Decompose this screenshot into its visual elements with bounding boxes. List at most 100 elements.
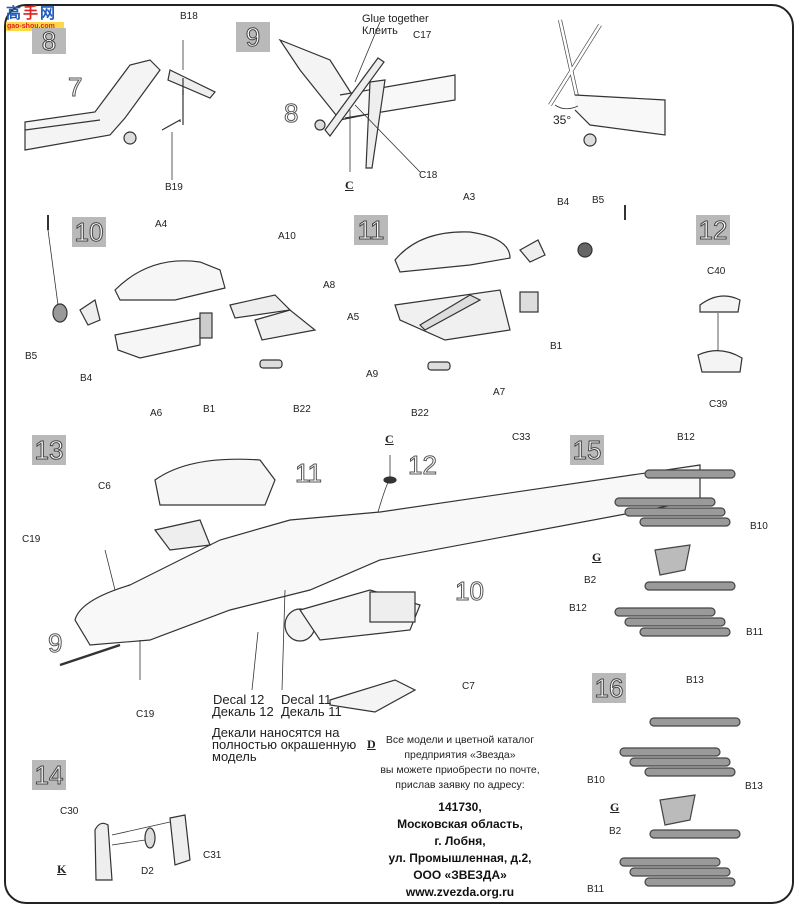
glue-note-en: Glue together bbox=[362, 13, 429, 25]
part-label: C33 bbox=[512, 432, 531, 443]
glue-note-ru: Клеить bbox=[362, 25, 398, 37]
step-14-badge: 14 bbox=[32, 759, 66, 790]
part-label: B5 bbox=[592, 195, 605, 206]
part-label: B10 bbox=[587, 775, 605, 786]
part-label: D2 bbox=[141, 866, 154, 877]
step14-part-illustration bbox=[94, 814, 191, 881]
decal-note-line: модель bbox=[212, 749, 257, 764]
part-label: A4 bbox=[155, 219, 168, 230]
step-13-badge: 13 bbox=[32, 434, 66, 465]
part-label: B2 bbox=[609, 826, 622, 837]
part-label: A9 bbox=[366, 369, 379, 380]
part-label: B2 bbox=[584, 575, 597, 586]
part-label: C6 bbox=[98, 481, 111, 492]
ref-step-10: 10 bbox=[455, 576, 485, 607]
step10-engine-pod-illustration bbox=[47, 215, 317, 369]
part-label: B10 bbox=[750, 521, 768, 532]
ref-step-8: 8 bbox=[283, 98, 299, 129]
part-label: B22 bbox=[411, 408, 429, 419]
address-line: 141730, bbox=[438, 800, 482, 814]
part-label: B5 bbox=[25, 351, 38, 362]
catalog-info-line: предприятия «Звезда» bbox=[404, 749, 516, 761]
step11-engine-pod-illustration bbox=[394, 205, 626, 371]
part-label: B13 bbox=[745, 781, 763, 792]
part-label: B11 bbox=[746, 627, 764, 638]
company-address: 141730, Московская область, г. Лобня, ул… bbox=[360, 799, 560, 901]
sprue-marker: G bbox=[592, 550, 602, 564]
step15-rocket-pods-illustration bbox=[614, 469, 736, 637]
watermark-char: 手 bbox=[23, 5, 39, 22]
step-9-badge: 9 bbox=[236, 21, 270, 52]
sprue-marker: C bbox=[345, 178, 354, 192]
sprue-marker: D bbox=[367, 737, 376, 751]
step-16-badge: 16 bbox=[592, 672, 626, 703]
part-label: A3 bbox=[463, 192, 476, 203]
step16-rocket-pods-illustration bbox=[619, 717, 741, 887]
part-label: B18 bbox=[180, 11, 198, 22]
sprue-marker: K bbox=[57, 862, 67, 876]
part-label: C30 bbox=[60, 806, 79, 817]
part-label: C17 bbox=[413, 30, 432, 41]
decal-note-line: полностью окрашенную bbox=[212, 737, 357, 752]
decal-12-label-ru: Декаль 12 bbox=[212, 704, 274, 719]
part-label: A6 bbox=[150, 408, 163, 419]
catalog-info-line: прислав заявку по адресу: bbox=[395, 779, 525, 791]
ref-step-12: 12 bbox=[408, 450, 438, 481]
address-line: Московская область, bbox=[397, 817, 523, 831]
catalog-info-line: Все модели и цветной каталог bbox=[385, 734, 535, 746]
part-label: C19 bbox=[22, 534, 41, 545]
step-10-badge: 10 bbox=[72, 216, 106, 247]
step-15-badge: 15 bbox=[570, 434, 604, 465]
watermark-char: 网 bbox=[40, 5, 56, 22]
address-line: ООО «ЗВЕЗДА» bbox=[413, 868, 507, 882]
address-line: ул. Промышленная, д.2, bbox=[388, 851, 532, 865]
part-label: C39 bbox=[709, 399, 728, 410]
part-label: B12 bbox=[569, 603, 587, 614]
catalog-info-line: вы можете приобрести по почте, bbox=[380, 764, 540, 776]
angle-label: 35° bbox=[553, 113, 572, 127]
part-label: B12 bbox=[677, 432, 695, 443]
part-label: B4 bbox=[80, 373, 93, 384]
step12-part-illustration bbox=[697, 295, 743, 373]
part-label: B19 bbox=[165, 182, 183, 193]
ref-step-7: 7 bbox=[67, 72, 83, 103]
watermark-domain: gao-shou.com bbox=[6, 22, 64, 31]
part-label: C18 bbox=[419, 170, 438, 181]
step-8-badge: 8 bbox=[32, 25, 66, 56]
address-line: г. Лобня, bbox=[434, 834, 486, 848]
part-label: B11 bbox=[587, 884, 605, 895]
ref-step-11: 11 bbox=[295, 458, 323, 489]
step8-tail-illustration bbox=[24, 40, 216, 180]
part-label: A10 bbox=[278, 231, 296, 242]
step13-fuselage-illustration bbox=[59, 455, 701, 713]
part-label: B22 bbox=[293, 404, 311, 415]
step-11-badge: 11 bbox=[354, 214, 388, 245]
decal-11-label-ru: Декаль 11 bbox=[281, 704, 342, 719]
decal-note-line: Декали наносятся на bbox=[212, 725, 340, 740]
part-label: B4 bbox=[557, 197, 570, 208]
part-label: A7 bbox=[493, 387, 506, 398]
step9-tail-rotor-illustration bbox=[278, 21, 456, 173]
part-label: A8 bbox=[323, 280, 336, 291]
sprue-marker: C bbox=[385, 432, 394, 446]
part-label: B1 bbox=[203, 404, 216, 415]
decal-12-label-en: Decal 12 bbox=[213, 692, 265, 707]
ref-step-9: 9 bbox=[47, 628, 63, 659]
decal-11-label-en: Decal 11 bbox=[281, 692, 332, 707]
step-12-badge: 12 bbox=[696, 214, 730, 245]
part-label: B13 bbox=[686, 675, 704, 686]
watermark-logo: 高 手 网 gao-shou.com bbox=[6, 6, 64, 36]
part-label: B1 bbox=[550, 341, 563, 352]
part-label: C7 bbox=[462, 681, 475, 692]
part-label: C19 bbox=[136, 709, 155, 720]
sprue-marker: G bbox=[610, 800, 620, 814]
website-link[interactable]: www.zvezda.org.ru bbox=[405, 885, 515, 899]
watermark-char: 高 bbox=[6, 5, 22, 22]
part-label: C40 bbox=[707, 266, 726, 277]
catalog-info: Все модели и цветной каталог предприятия… bbox=[360, 733, 560, 793]
step9b-tail-rotor-angle-illustration bbox=[548, 19, 666, 147]
page-frame bbox=[4, 4, 794, 904]
part-label: C31 bbox=[203, 850, 222, 861]
part-label: A5 bbox=[347, 312, 360, 323]
